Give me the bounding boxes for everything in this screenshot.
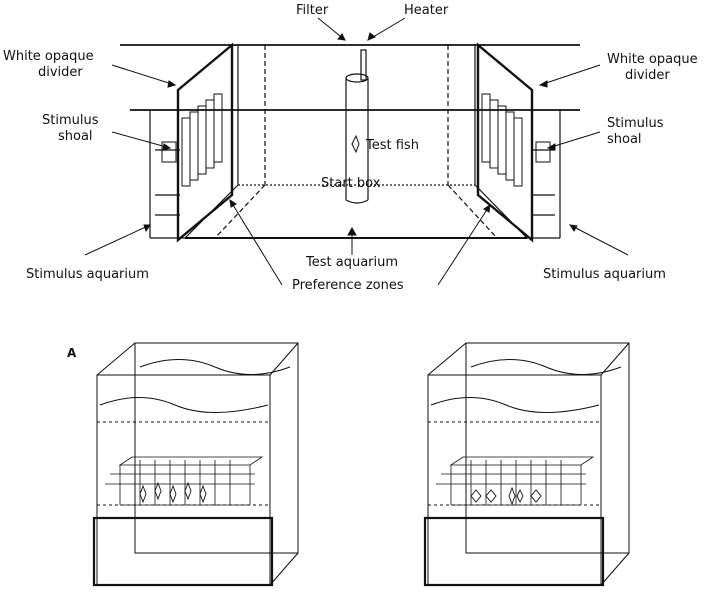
setup-labels: Filter Heater White opaque divider White… xyxy=(3,3,698,293)
label-heater: Heater xyxy=(404,3,449,18)
label-left-shoal: Stimulus xyxy=(42,113,99,128)
label-left-divider-2: divider xyxy=(38,65,83,80)
tank-left xyxy=(92,342,299,587)
label-left-stimulus-aquarium: Stimulus aquarium xyxy=(26,267,149,282)
label-start-box: Start box xyxy=(321,176,381,191)
leader-lines xyxy=(84,17,629,286)
label-test-aquarium: Test aquarium xyxy=(305,255,398,270)
label-right-divider-2: divider xyxy=(625,68,670,83)
label-right-shoal: Stimulus xyxy=(607,116,664,131)
label-left-divider: White opaque xyxy=(3,49,94,64)
label-right-stimulus-aquarium: Stimulus aquarium xyxy=(543,267,666,282)
label-preference-zones: Preference zones xyxy=(292,278,404,293)
label-right-shoal-2: shoal xyxy=(607,132,642,147)
test-aquarium-setup xyxy=(120,42,580,243)
label-right-divider: White opaque xyxy=(607,52,698,67)
tank-right xyxy=(423,342,630,587)
label-test-fish: Test fish xyxy=(365,138,419,153)
label-left-shoal-2: shoal xyxy=(58,129,93,144)
label-filter: Filter xyxy=(296,3,329,18)
panel-label-a: A xyxy=(67,346,77,360)
